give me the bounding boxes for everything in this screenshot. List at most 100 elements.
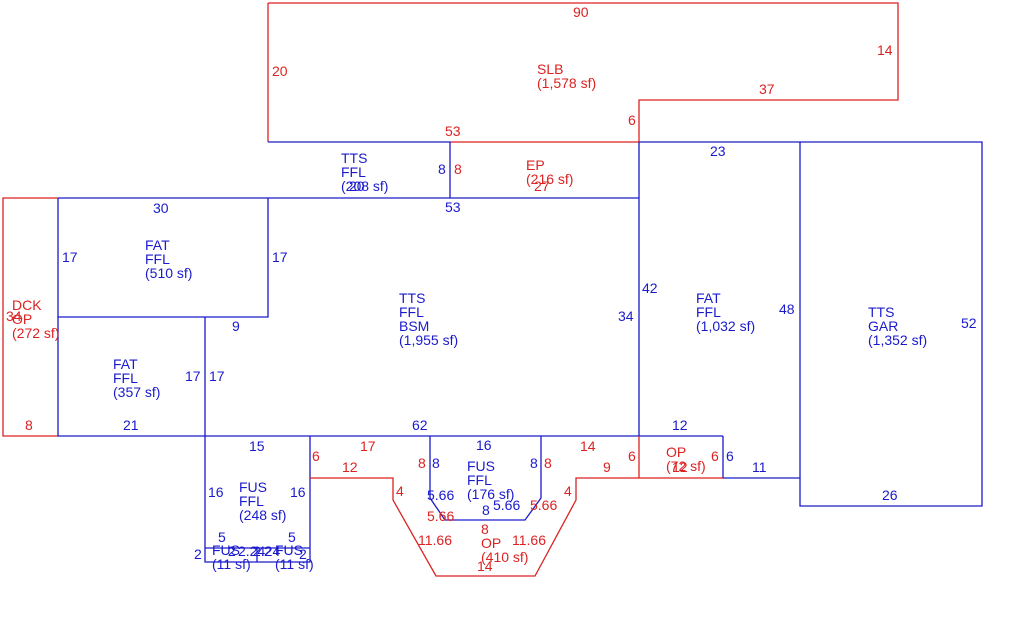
- area-label-ep-line-1: (216 sf): [526, 171, 573, 187]
- outline-segment-11: [799, 141, 983, 507]
- dimension-label-29: 17: [360, 438, 376, 454]
- dimension-label-64: 2: [299, 546, 307, 562]
- dimension-label-1: 14: [877, 42, 893, 58]
- dimension-label-39: 6: [711, 448, 719, 464]
- area-label-fus-11a-line-0: FUS: [212, 542, 240, 558]
- area-label-slb-line-1: (1,578 sf): [537, 75, 596, 91]
- dimension-label-52: 5.66: [530, 497, 557, 513]
- dimension-label-41: 12: [672, 459, 688, 475]
- dimension-label-19: 34: [6, 308, 22, 324]
- area-label-tts-bsm-line-3: (1,955 sf): [399, 332, 458, 348]
- area-label-fus-11b-line-1: (11 sf): [275, 556, 314, 572]
- dimension-label-26: 12: [672, 417, 688, 433]
- area-label-fus-248-line-2: (248 sf): [239, 507, 286, 523]
- dimension-label-25: 62: [412, 417, 428, 433]
- dimension-label-28: 6: [312, 448, 320, 464]
- dimension-label-44: 16: [208, 484, 224, 500]
- dimension-label-24: 21: [123, 417, 139, 433]
- dimension-label-17: 52: [961, 315, 977, 331]
- dimension-label-13: 17: [62, 249, 78, 265]
- dimension-label-27: 15: [249, 438, 265, 454]
- area-label-fus-248-line-1: FFL: [239, 493, 264, 509]
- dimension-label-15: 42: [642, 280, 658, 296]
- dimension-label-48: 5.66: [427, 487, 454, 503]
- dimension-label-51: 5.66: [427, 508, 454, 524]
- dimension-label-40: 6: [726, 448, 734, 464]
- area-label-fus-11b-line-0: FUS: [275, 542, 303, 558]
- dimension-label-43: 26: [882, 487, 898, 503]
- area-label-fat-1032-line-1: FFL: [696, 304, 721, 320]
- area-label-fat-357-line-2: (357 sf): [113, 384, 160, 400]
- dimension-label-37: 9: [603, 459, 611, 475]
- dimension-label-38: 6: [628, 448, 636, 464]
- area-label-op-72-line-0: OP: [666, 444, 686, 460]
- area-label-tts-ffl-top-line-0: TTS: [341, 150, 367, 166]
- area-label-tts-gar-line-0: TTS: [868, 304, 894, 320]
- area-label-tts-gar-line-1: GAR: [868, 318, 898, 334]
- outline-segment-3: [268, 141, 451, 198]
- dimension-label-42: 11: [752, 459, 767, 475]
- dimension-label-31: 8: [418, 455, 426, 471]
- dimension-label-18: 34: [618, 308, 634, 324]
- area-label-op-410-line-0: OP: [481, 535, 501, 551]
- dimension-label-62: 2.24: [238, 543, 265, 559]
- dimension-label-23: 8: [25, 417, 33, 433]
- dimension-label-33: 16: [476, 437, 492, 453]
- dimension-label-54: 11.66: [418, 532, 452, 548]
- area-label-fat-510-line-0: FAT: [145, 237, 170, 253]
- dimension-label-58: 5: [288, 529, 296, 545]
- dimension-label-57: 5: [218, 529, 226, 545]
- area-label-tts-gar-line-2: (1,352 sf): [868, 332, 927, 348]
- area-label-op-410-line-1: (410 sf): [481, 549, 528, 565]
- dimension-label-53: 8: [481, 521, 489, 537]
- area-label-fat-1032-line-2: (1,032 sf): [696, 318, 755, 334]
- dimension-label-21: 17: [185, 368, 201, 384]
- outline-segment-16: [429, 436, 542, 521]
- area-label-tts-bsm-line-1: FFL: [399, 304, 424, 320]
- area-label-fus-176-line-2: (176 sf): [467, 486, 514, 502]
- area-label-dck-line-0: DCK: [12, 297, 42, 313]
- dimension-label-20: 9: [232, 318, 240, 334]
- area-label-fat-357-line-0: FAT: [113, 356, 138, 372]
- area-label-op-72-line-1: (72 sf): [666, 458, 706, 474]
- dimension-label-6: 23: [710, 143, 726, 159]
- area-label-fat-510-line-1: FFL: [145, 251, 170, 267]
- outline-segment-6: [2, 197, 58, 437]
- area-label-fat-1032-line-0: FAT: [696, 290, 721, 306]
- outline-segment-17: [310, 477, 639, 577]
- area-label-fus-11a-line-1: (11 sf): [212, 556, 251, 572]
- area-label-tts-bsm-line-2: BSM: [399, 318, 429, 334]
- area-label-fat-357-line-1: FFL: [113, 370, 138, 386]
- dimension-label-36: 14: [580, 438, 596, 454]
- area-label-fus-176-line-1: FFL: [467, 472, 492, 488]
- dimension-label-2: 37: [759, 81, 775, 97]
- area-label-ep-line-0: EP: [526, 157, 545, 173]
- dimension-label-46: 4: [396, 483, 404, 499]
- dimension-label-3: 20: [272, 63, 288, 79]
- area-label-tts-ffl-top-line-1: FFL: [341, 164, 366, 180]
- dimension-label-8: 8: [454, 161, 462, 177]
- dimension-label-14: 17: [272, 249, 288, 265]
- outline-segment-7: [57, 317, 206, 437]
- outline-segments: [2, 2, 983, 577]
- dimension-label-22: 17: [209, 368, 225, 384]
- dimension-label-56: 14: [477, 558, 493, 574]
- dimension-label-63: 2: [264, 543, 272, 559]
- dimension-label-4: 6: [628, 112, 636, 128]
- dimension-label-5: 53: [445, 123, 461, 139]
- dimension-label-34: 8: [530, 455, 538, 471]
- dimension-label-47: 4: [564, 483, 572, 499]
- area-label-dck-line-2: (272 sf): [12, 325, 59, 341]
- dimension-label-0: 90: [573, 4, 589, 20]
- dimension-label-10: 27: [534, 178, 550, 194]
- dimension-label-49: 5.66: [493, 497, 520, 513]
- dimension-label-16: 48: [779, 301, 795, 317]
- outline-segment-0: [268, 2, 899, 142]
- area-label-tts-ffl-top-line-2: (208 sf): [341, 178, 388, 194]
- area-label-fus-176-line-0: FUS: [467, 458, 495, 474]
- dimension-label-50: 8: [482, 502, 490, 518]
- area-label-fus-248-line-0: FUS: [239, 479, 267, 495]
- dimension-label-9: 20: [349, 178, 365, 194]
- dimension-label-7: 8: [438, 161, 446, 177]
